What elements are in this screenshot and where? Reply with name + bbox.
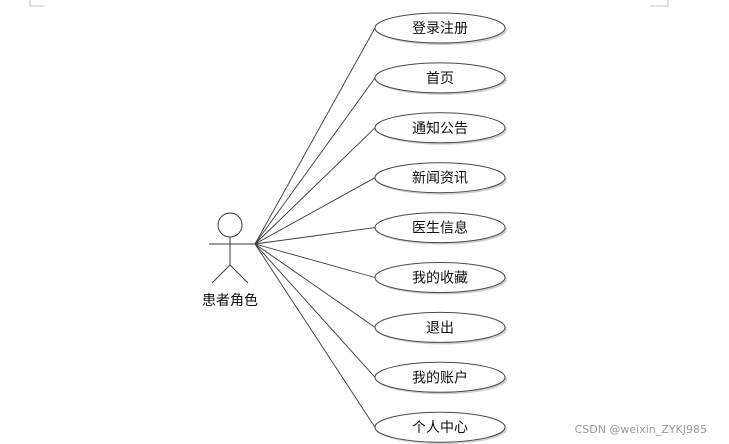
actor-right-leg xyxy=(229,264,249,284)
use-case-notice: 通知公告 xyxy=(374,112,507,145)
association-line-doctor-info xyxy=(254,227,376,245)
association-line-favorites xyxy=(254,243,376,278)
actor-left-leg xyxy=(211,264,231,284)
use-case-label: 我的收藏 xyxy=(412,271,468,287)
use-case-ellipse xyxy=(374,162,506,194)
page-corner-mark-left xyxy=(29,0,45,7)
use-case-label: 通知公告 xyxy=(412,120,468,137)
use-case-personal-center: 个人中心 xyxy=(374,411,507,444)
use-case-ellipse xyxy=(374,112,506,144)
use-case-ellipse xyxy=(374,262,506,293)
association-line-news xyxy=(254,177,376,245)
use-case-label: 新闻资讯 xyxy=(412,171,468,187)
association-line-notice xyxy=(254,127,376,245)
watermark: CSDN @weixin_ZYKJ985 xyxy=(574,423,707,436)
use-case-ellipse xyxy=(374,411,506,443)
use-case-label: 登录注册 xyxy=(412,21,468,37)
use-case-label: 首页 xyxy=(426,71,454,87)
use-case-home: 首页 xyxy=(374,62,507,95)
association-line-logout xyxy=(254,243,376,328)
use-case-news: 新闻资讯 xyxy=(374,162,507,195)
use-case-doctor-info: 医生信息 xyxy=(374,212,507,245)
use-case-ellipse xyxy=(374,311,506,343)
association-line-personal-center xyxy=(254,243,376,428)
use-case-label: 个人中心 xyxy=(412,420,468,436)
association-lines xyxy=(254,27,376,428)
use-case-logout: 退出 xyxy=(374,311,507,345)
use-case-account: 我的账户 xyxy=(374,361,507,395)
association-line-account xyxy=(254,243,376,378)
use-case-login-register: 登录注册 xyxy=(374,12,507,45)
association-line-home xyxy=(254,77,376,245)
use-case-label: 医生信息 xyxy=(412,220,468,237)
page-corner-marks xyxy=(29,0,669,7)
use-case-ellipse xyxy=(374,212,506,244)
use-case-label: 我的账户 xyxy=(412,369,468,386)
page-corner-mark-right xyxy=(650,0,669,7)
use-case-label: 退出 xyxy=(426,320,454,336)
actor-head xyxy=(217,212,243,238)
actor-label: 患者角色 xyxy=(202,292,258,309)
use-case-ellipse xyxy=(374,12,506,44)
use-case-favorites: 我的收藏 xyxy=(374,262,507,295)
use-case-ellipse xyxy=(374,361,506,393)
association-line-login-register xyxy=(254,27,376,245)
actor: 患者角色 xyxy=(202,212,258,309)
use-case-ellipse xyxy=(374,62,506,94)
